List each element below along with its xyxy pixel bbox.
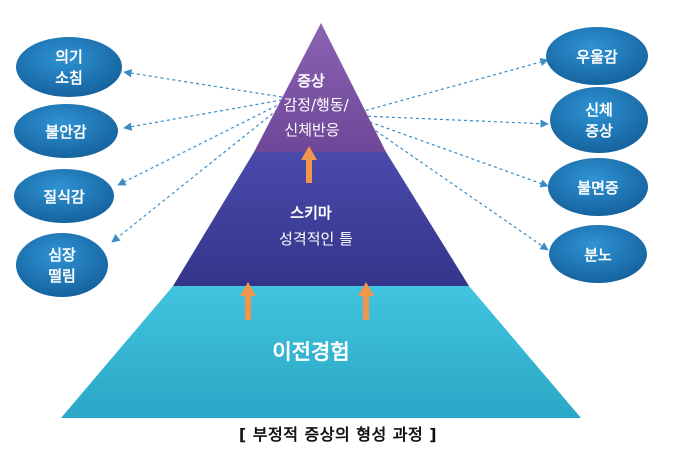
connector-left-1 bbox=[123, 69, 283, 98]
bubble-right-1-line-1: 우울감 bbox=[576, 48, 618, 66]
pyramid-middle-tier bbox=[173, 152, 469, 286]
connector-left-3 bbox=[117, 102, 283, 186]
left-connectors bbox=[111, 69, 283, 243]
bubble-left-4-line-1: 심장 bbox=[48, 246, 76, 264]
connector-left-4 bbox=[111, 105, 283, 243]
bubble-right-2: 신체 증상 bbox=[550, 87, 648, 153]
middle-tier-line-1: 성격적인 틀 bbox=[279, 230, 353, 248]
top-tier-title: 증상 bbox=[297, 72, 325, 90]
bubble-right-2-line-1: 신체 bbox=[585, 101, 613, 119]
up-arrow-icon-bottom-right bbox=[358, 282, 374, 320]
bubble-left-4: 심장 떨림 bbox=[16, 233, 108, 297]
up-arrow-icon-top bbox=[301, 146, 317, 183]
bubble-right-4-line-1: 분노 bbox=[584, 246, 612, 264]
bubble-left-3: 질식감 bbox=[14, 169, 114, 223]
connector-left-2 bbox=[123, 99, 283, 131]
up-arrow-icon-bottom-left bbox=[240, 282, 256, 320]
pyramid-bottom-tier bbox=[61, 286, 581, 418]
right-bubbles: 우울감 신체 증상 불면증 분노 bbox=[546, 27, 648, 283]
diagram-caption: [ 부정적 증상의 형성 과정 ] bbox=[238, 425, 438, 444]
bubble-left-1-line-2: 소침 bbox=[55, 69, 83, 87]
connector-right-1 bbox=[359, 57, 549, 113]
bubble-right-4: 분노 bbox=[549, 225, 647, 283]
bubble-left-2: 불안감 bbox=[14, 104, 118, 158]
bubble-right-3-line-1: 불면증 bbox=[577, 179, 619, 197]
pyramid-top-tier bbox=[254, 23, 386, 152]
middle-tier-title: 스키마 bbox=[290, 204, 332, 222]
bubble-right-2-line-2: 증상 bbox=[585, 122, 613, 140]
bubble-right-1: 우울감 bbox=[546, 27, 648, 85]
bubble-left-2-line-1: 불안감 bbox=[45, 123, 87, 141]
bubble-left-1: 의기 소침 bbox=[16, 37, 122, 97]
top-tier-line-2: 신체반응 bbox=[284, 121, 339, 139]
right-connectors bbox=[359, 57, 549, 251]
bubble-right-3: 불면증 bbox=[548, 158, 648, 216]
bubble-left-4-line-2: 떨림 bbox=[48, 267, 76, 285]
bottom-tier-title: 이전경험 bbox=[272, 340, 349, 364]
bubble-left-1-line-1: 의기 bbox=[55, 48, 83, 66]
connector-right-3 bbox=[363, 119, 549, 188]
top-tier-line-1: 감정/행동/ bbox=[283, 96, 349, 114]
up-arrows bbox=[240, 146, 374, 320]
connector-right-2 bbox=[361, 115, 549, 128]
connector-right-4 bbox=[365, 123, 549, 251]
bubble-left-3-line-1: 질식감 bbox=[43, 188, 85, 206]
left-bubbles: 의기 소침 불안감 질식감 심장 떨림 bbox=[14, 37, 122, 297]
